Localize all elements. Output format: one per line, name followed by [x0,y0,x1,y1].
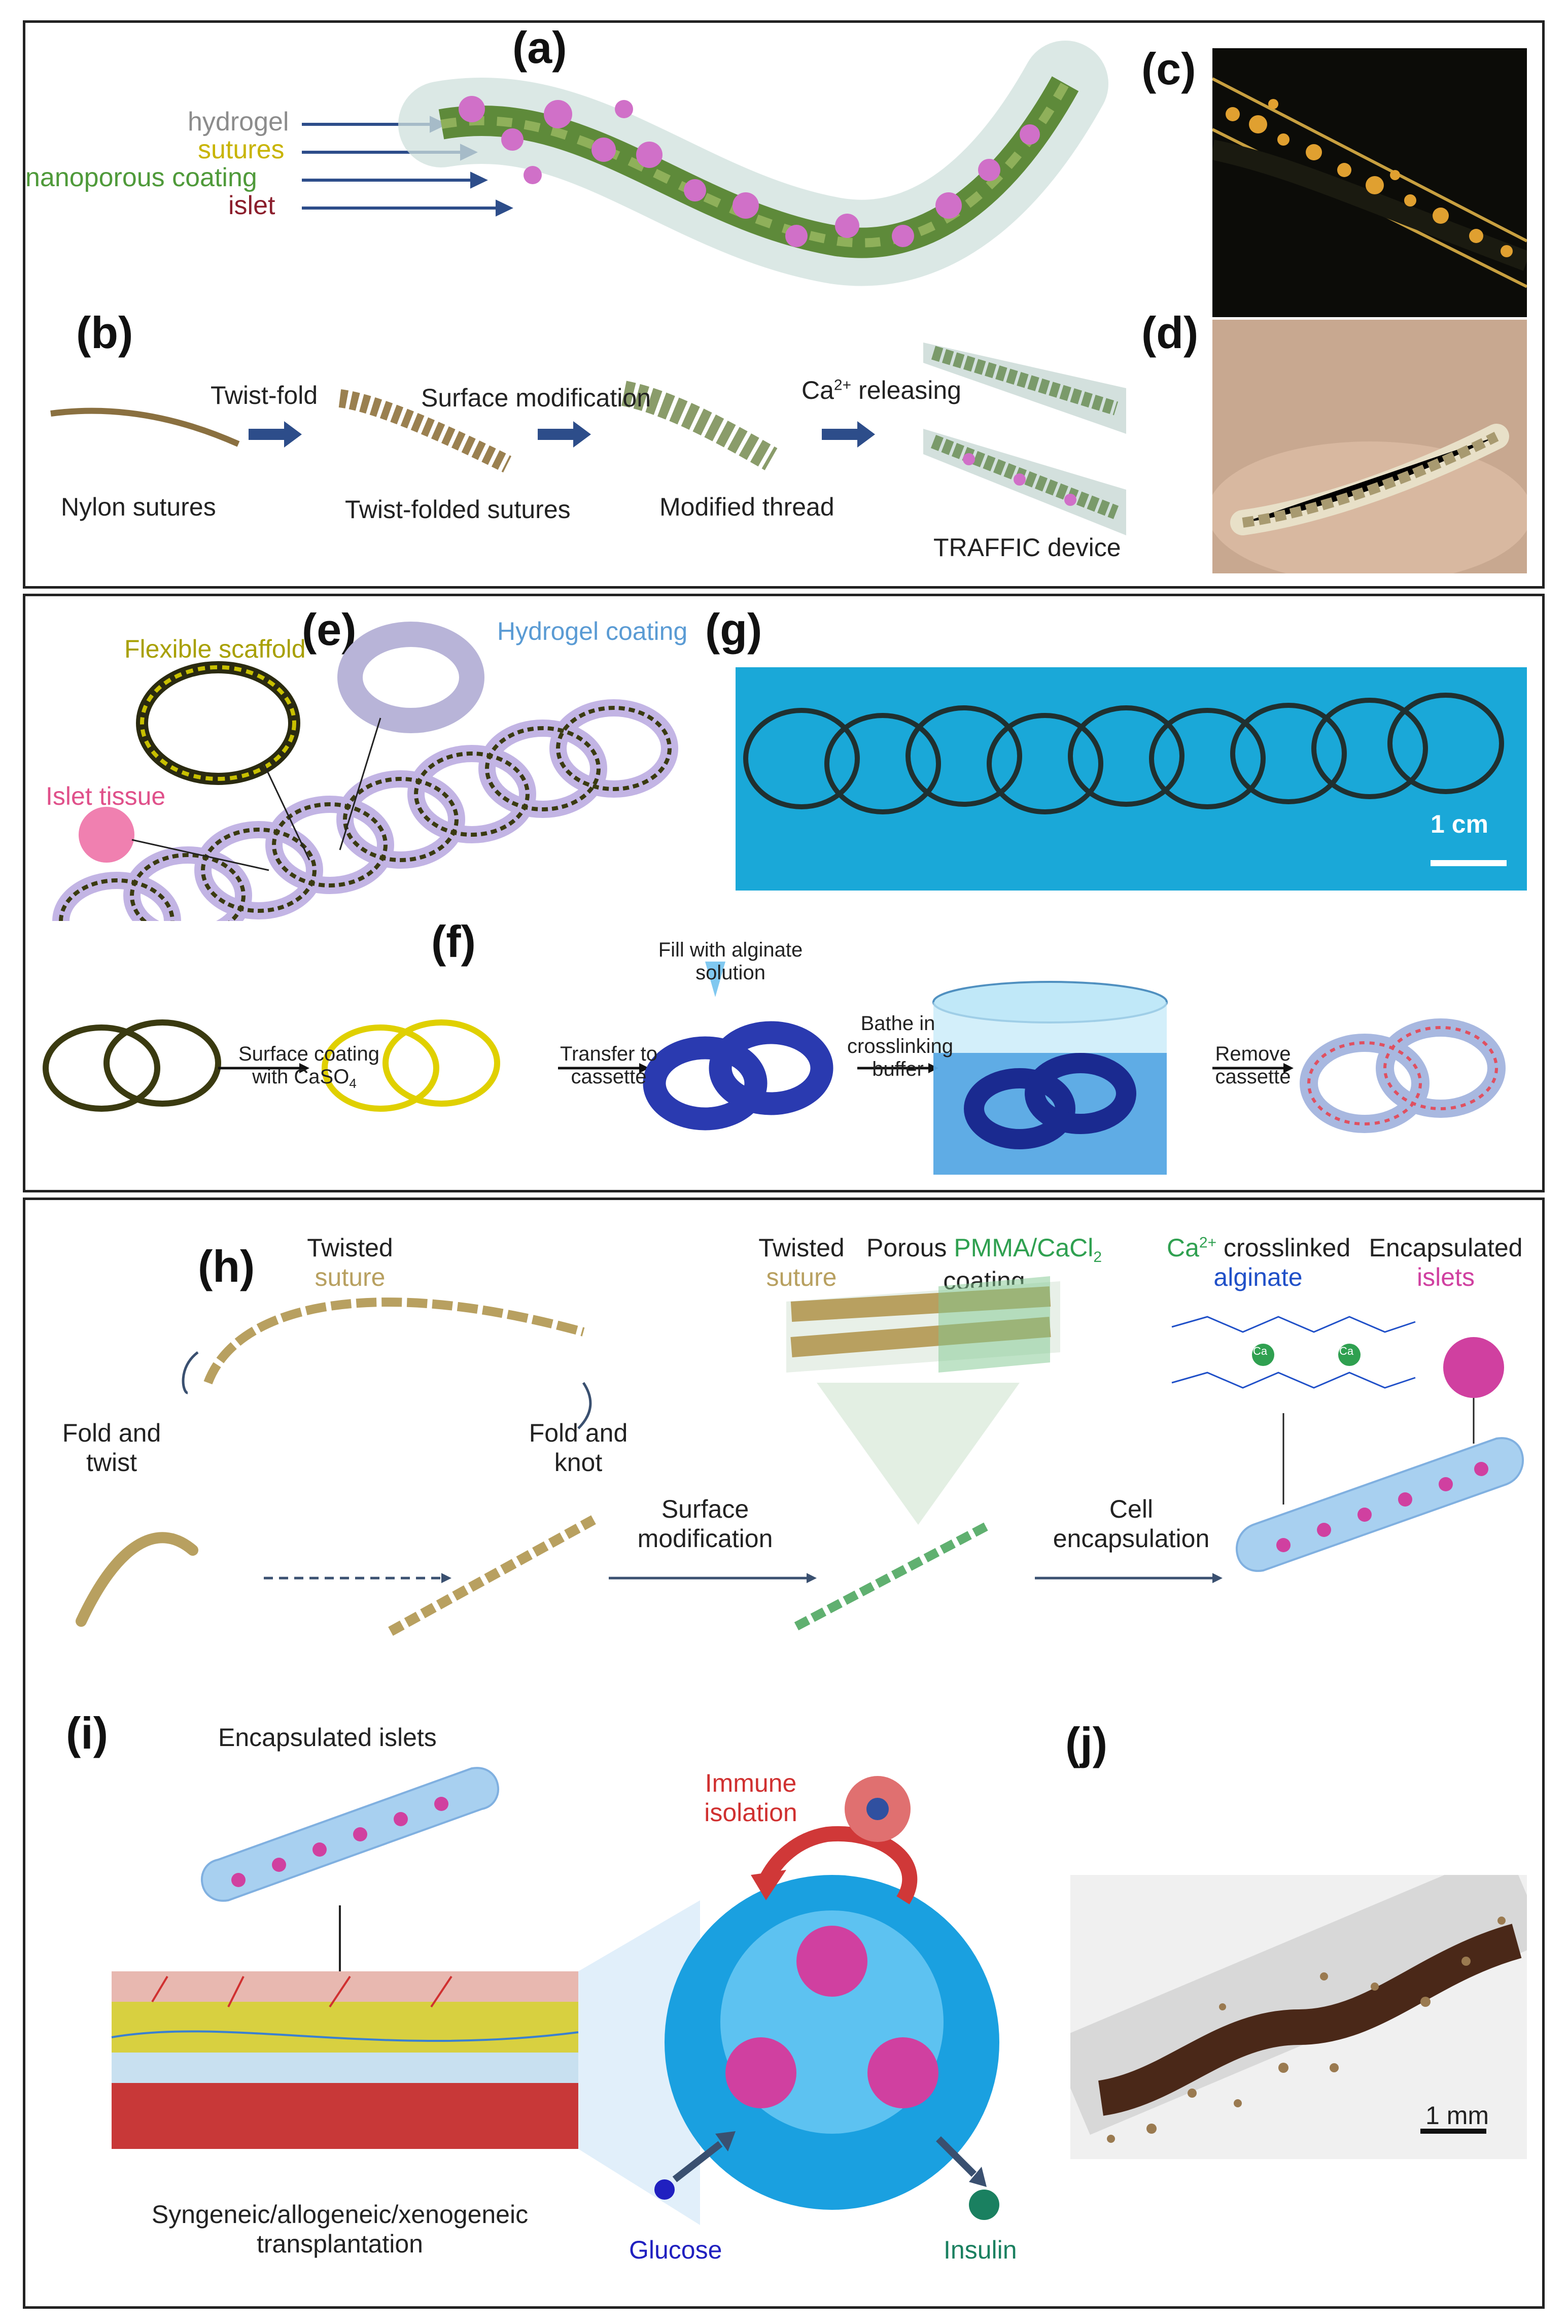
process-f-illustration [43,962,1506,1175]
arrow-ca-releasing: Ca2+ releasing [802,376,961,404]
layer-label-nanoporous: nanoporous coating [25,163,257,192]
panel-label-j: (j) [1065,1718,1108,1768]
photo-d-implant [1212,320,1527,573]
panel-label-i: (i) [66,1708,109,1758]
transplant-illustration [111,1767,999,2225]
photo-c-microscopy [1212,48,1527,317]
photo-j-microscopy [1070,1875,1527,2159]
layer-label-hydrogel: hydrogel [188,107,289,136]
arrow-twist-fold: Twist-fold [211,381,318,409]
panel-label-a: (a) [512,22,567,73]
step-surface-coating: Surface coating with CaSO4 [238,1043,379,1091]
scale-bar-1cm: 1 cm [1431,810,1488,838]
suture-process-illustration [76,1276,1524,1636]
process-b-illustration [50,343,1126,535]
step-twist-folded-sutures: Twist-folded sutures [345,495,571,524]
panel-label-f: (f) [431,916,476,967]
photo-g-chain [736,667,1527,891]
scale-bar-1mm: 1 mm [1425,2101,1489,2130]
step-traffic-device: TRAFFIC device [933,533,1121,562]
traffic-device-illustration [302,41,1108,286]
label-flexible-scaffold: Flexible scaffold [124,635,306,663]
panel-label-h: (h) [198,1241,255,1291]
step-nylon-sutures: Nylon sutures [61,493,216,521]
layer-label-islet: islet [228,191,275,220]
label-islet-tissue: Islet tissue [46,782,166,810]
ca-ball-2: Ca [1339,1345,1354,1357]
label-insulin: Insulin [944,2236,1017,2264]
panel-label-d: (d) [1141,307,1199,358]
label-ca-crosslinked-alginate: Ca2+ crosslinked alginate [1167,1234,1351,1291]
label-glucose: Glucose [629,2236,722,2264]
step-modified-thread: Modified thread [659,493,834,521]
layer-label-sutures: sutures [198,135,285,164]
panel-label-e: (e) [302,604,357,655]
panel-label-g: (g) [705,604,762,655]
label-hydrogel-coating: Hydrogel coating [497,617,688,645]
ca-ball-1: Ca [1253,1345,1268,1357]
panel-label-b: (b) [76,307,133,358]
label-encapsulated-islets-i: Encapsulated islets [218,1723,437,1752]
panel-chain-device: (e) (g) (f) Flexible scaffold Hydrogel c… [23,594,1545,1192]
chain-illustration [52,622,678,921]
panel-traffic-device: (a) (b) (c) (d) hydrogel sutures nanopor… [23,20,1545,589]
panel-label-c: (c) [1141,44,1196,94]
arrow-surface-modification: Surface modification [421,384,651,412]
